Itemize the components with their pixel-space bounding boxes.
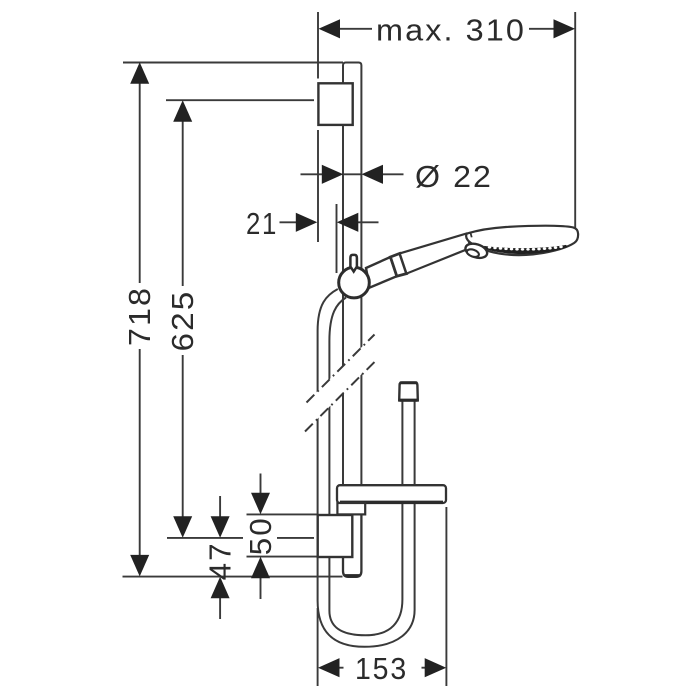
bracket-offset-label: 47: [203, 541, 238, 580]
dimension-lines: [138, 27, 555, 669]
hose-bow-arrow-left: [318, 658, 340, 678]
hose-bow-label: 153: [355, 651, 408, 686]
wall-offset-arrow-right: [336, 212, 359, 232]
shower-hose: [316, 288, 416, 648]
wall-bar-outline: [342, 61, 363, 485]
max-width-arrow-left: [318, 19, 340, 39]
hose-inner-line: [328, 296, 404, 637]
hose-bow-arrow-right: [424, 658, 447, 678]
upper-wall-bracket: [317, 82, 354, 127]
break-symbol: [304, 333, 377, 433]
break-line-upper: [305, 333, 376, 404]
extension-lines: [122, 12, 577, 686]
fixture: [304, 61, 580, 648]
total-height-arrow-bottom: [130, 554, 150, 577]
shelf-plate: [335, 484, 448, 505]
shower-handle: [398, 232, 473, 276]
bracket-offset-arrow-top: [210, 516, 230, 538]
rail-length-arrow-top: [173, 100, 193, 122]
soap-dish-shelf: [335, 484, 448, 505]
bracket-offset-arrow-bottom: [210, 576, 230, 599]
select-button-rim: [465, 248, 480, 258]
bracket-height-arrow-bottom: [251, 556, 270, 579]
rail-length-arrow-bottom: [173, 516, 193, 538]
break-band-mask: [308, 337, 372, 428]
bracket-height-label: 50: [243, 516, 278, 555]
wall-bar: [342, 61, 363, 485]
dimension-arrows: [130, 19, 575, 678]
wall-offset-label: 21: [246, 206, 278, 241]
rail-diameter-label: Ø 22: [415, 159, 493, 194]
total-height-arrow-top: [130, 62, 150, 84]
rail-length-label: 625: [165, 290, 200, 352]
spray-nozzles: [487, 245, 563, 251]
hose-connector: [397, 381, 420, 402]
slider-knob: [349, 253, 359, 274]
rail-diameter-arrow-left: [321, 164, 344, 184]
dimension-annotations: max. 310 Ø 22 21 718 625 50 47 153: [122, 13, 575, 686]
max-width-arrow-right: [553, 19, 575, 39]
max-width-label: max. 310: [376, 13, 526, 48]
bracket-height-arrow-top: [251, 492, 270, 515]
break-line-lower: [304, 360, 377, 433]
total-height-label: 718: [122, 286, 157, 346]
dimension-labels: max. 310 Ø 22 21 718 625 50 47 153: [122, 13, 526, 686]
lower-wall-bracket: [316, 513, 354, 559]
select-button: [464, 242, 489, 260]
hose-connector-nut: [397, 381, 420, 402]
hose-outer-line: [316, 288, 416, 648]
hand-shower: [364, 224, 580, 290]
rail-diameter-arrow-right: [361, 164, 383, 184]
spray-nozzle-band: [484, 244, 568, 255]
wall-offset-arrow-left: [295, 212, 318, 232]
shelf-collar: [336, 501, 367, 516]
